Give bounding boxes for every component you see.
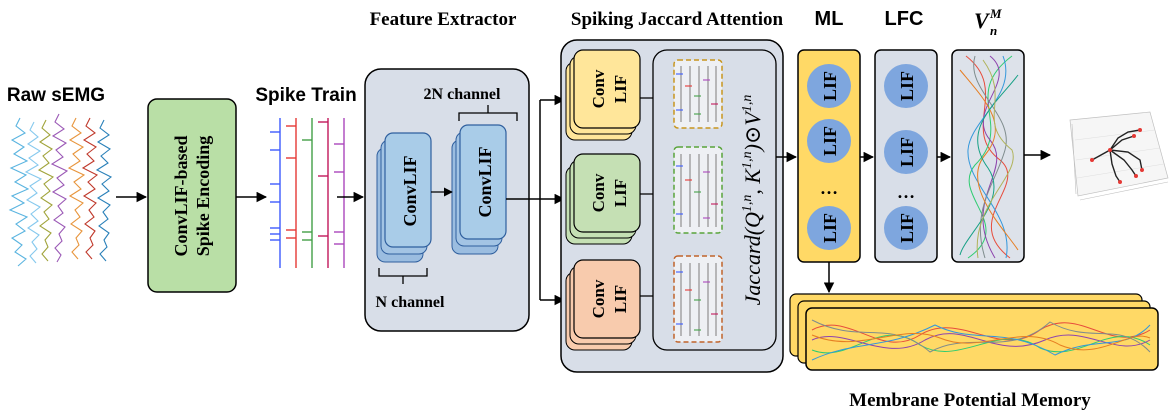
svg-text:ConvLIF: ConvLIF	[400, 155, 420, 226]
vnm-title: V M n	[974, 6, 1002, 38]
svg-text:ConvLIF: ConvLIF	[475, 146, 495, 217]
ml-lif-2: LIF	[807, 119, 851, 163]
svg-text:LIF: LIF	[611, 285, 630, 313]
feature-extractor-title: Feature Extractor	[370, 9, 517, 30]
svg-text:LIF: LIF	[897, 213, 917, 243]
lfc-lif-3: LIF	[884, 206, 928, 250]
spike-patch-q	[673, 59, 723, 129]
emg-wave-4	[50, 113, 69, 263]
ml-lif-3: LIF	[807, 206, 851, 250]
raw-semg-label: Raw sEMG	[7, 85, 105, 106]
svg-text:LIF: LIF	[611, 179, 630, 207]
spike-patch-v	[673, 255, 723, 343]
svg-text:Conv: Conv	[589, 173, 608, 212]
lfc-lif-2: LIF	[884, 130, 928, 174]
svg-text:LIF: LIF	[820, 126, 840, 156]
emg-wave-5	[67, 117, 86, 260]
emg-wave-6	[81, 117, 99, 260]
convlif-stack-2: ConvLIF	[451, 124, 507, 255]
two-n-channel-brace	[458, 105, 518, 121]
spike-patch-k	[673, 146, 723, 234]
svg-text:M: M	[989, 6, 1002, 21]
ml-title: ML	[815, 8, 844, 30]
hand-pose-plot	[1069, 111, 1169, 201]
conv-lif-k: Conv LIF	[565, 153, 641, 245]
svg-text:Conv: Conv	[589, 69, 608, 108]
membrane-memory-label: Membrane Potential Memory	[849, 390, 1091, 411]
lfc-title: LFC	[885, 8, 924, 30]
emg-wave-2	[24, 121, 43, 264]
conv-lif-q: Conv LIF	[565, 49, 641, 141]
lfc-lif-1: LIF	[884, 64, 928, 108]
emg-wave-7	[95, 119, 113, 262]
vnm-curves	[959, 55, 1019, 259]
svg-text:LIF: LIF	[611, 75, 630, 103]
svg-text:LIF: LIF	[897, 71, 917, 101]
spike-encoding-label: ConvLIF-based Spike Encoding	[171, 135, 213, 256]
lfc-ellipsis: …	[897, 182, 915, 202]
svg-text:n: n	[990, 23, 997, 38]
arrows-extractor-to-sja	[506, 94, 566, 306]
svg-text:LIF: LIF	[820, 71, 840, 101]
conv-lif-v: Conv LIF	[565, 259, 641, 351]
ml-ellipsis: …	[820, 178, 838, 198]
n-channel-label: N channel	[376, 294, 445, 311]
svg-text:LIF: LIF	[897, 137, 917, 167]
spike-train-label: Spike Train	[255, 85, 356, 106]
spike-train-raster	[270, 118, 345, 268]
svg-text:Spike Encoding: Spike Encoding	[193, 136, 213, 257]
svg-text:Conv: Conv	[589, 279, 608, 318]
raw-semg-signals	[8, 113, 113, 267]
n-channel-brace	[378, 268, 428, 284]
membrane-memory-stack	[789, 293, 1159, 371]
jaccard-formula: Jaccard(Q1,n, K1,n)⊙V1,n	[740, 95, 765, 306]
convlif-stack-1: ConvLIF	[376, 132, 432, 263]
vnm-box	[951, 49, 1025, 263]
two-n-channel-label: 2N channel	[424, 86, 501, 103]
sja-title: Spiking Jaccard Attention	[571, 9, 784, 30]
spike-encoding-box	[147, 98, 237, 293]
svg-text:V: V	[974, 8, 991, 33]
emg-wave-1	[8, 117, 30, 267]
ml-lif-1: LIF	[807, 64, 851, 108]
svg-text:LIF: LIF	[820, 213, 840, 243]
emg-wave-3	[37, 119, 55, 262]
svg-text:ConvLIF-based: ConvLIF-based	[171, 135, 191, 256]
